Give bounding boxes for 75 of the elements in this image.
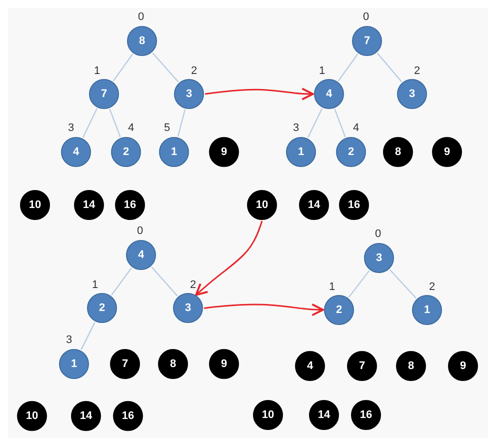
array-index-label: 0	[138, 11, 144, 23]
node-value: 1	[298, 146, 304, 158]
node-value: 7	[364, 35, 370, 47]
node-value: 4	[138, 249, 144, 261]
array-index-label: 4	[128, 122, 134, 134]
node-value: 14	[82, 199, 96, 211]
node-value: 3	[376, 252, 382, 264]
tree-link	[151, 266, 178, 296]
node-value: 8	[408, 360, 414, 372]
node-value: 4	[72, 146, 80, 158]
array-index-label: 2	[190, 279, 196, 291]
node-value: 16	[122, 410, 134, 422]
array-index-label: 1	[329, 281, 336, 293]
array-index-label: 0	[363, 11, 370, 23]
array-index-label: 2	[414, 65, 420, 77]
node-value: 8	[138, 35, 146, 47]
tree-link	[334, 108, 346, 138]
node-value: 16	[124, 199, 136, 211]
node-value: 16	[348, 199, 360, 211]
array-index-label: 0	[375, 228, 382, 240]
node-value: 1	[424, 304, 430, 316]
transition-arrow	[195, 220, 263, 296]
array-index-label: 1	[94, 65, 100, 77]
node-value: 7	[358, 360, 366, 372]
tree-link	[111, 268, 132, 296]
node-value: 14	[80, 410, 92, 422]
tree-link	[338, 54, 358, 82]
tree-link	[307, 108, 323, 138]
array-index-label: 3	[293, 122, 300, 134]
node-value: 9	[460, 360, 466, 372]
array-index-label: 5	[164, 122, 170, 134]
array-index-label: 3	[68, 122, 74, 134]
array-index-label: 4	[353, 122, 360, 134]
node-value: 9	[444, 146, 450, 158]
node-value: 7	[122, 358, 128, 370]
array-index-label: 1	[92, 279, 98, 291]
tree-link	[80, 322, 96, 350]
tree-link	[348, 270, 370, 298]
array-index-label: 2	[429, 281, 436, 293]
node-value: 10	[28, 199, 42, 211]
tree-link	[82, 108, 98, 138]
node-value: 3	[184, 302, 192, 314]
array-index-label: 3	[66, 334, 72, 346]
node-value: 3	[186, 88, 192, 100]
tree-link	[152, 52, 179, 82]
array-index-label: 2	[191, 65, 198, 77]
node-value: 9	[220, 146, 228, 158]
node-value: 8	[170, 358, 176, 370]
node-value: 10	[26, 410, 38, 422]
node-value: 10	[256, 199, 268, 211]
tree-link	[112, 54, 134, 82]
node-value: 4	[326, 88, 332, 100]
tree-link	[376, 52, 402, 82]
array-index-label: 0	[137, 225, 144, 237]
tree-link	[177, 109, 186, 137]
node-value: 1	[70, 358, 78, 370]
node-value: 2	[122, 146, 130, 158]
node-value: 7	[100, 88, 108, 100]
node-value: 3	[408, 88, 416, 100]
tree-link	[389, 269, 417, 299]
transition-arrow	[204, 88, 314, 100]
node-value: 2	[348, 146, 354, 158]
tree-link	[109, 108, 121, 138]
node-value: 16	[360, 409, 372, 421]
node-value: 2	[98, 302, 106, 314]
node-value: 1	[170, 146, 178, 158]
node-value: 14	[308, 199, 320, 211]
array-index-label: 1	[319, 65, 326, 77]
node-value: 10	[262, 409, 274, 421]
node-value: 9	[220, 358, 228, 370]
node-value: 4	[306, 360, 314, 372]
node-value: 2	[336, 304, 342, 316]
node-value: 14	[318, 409, 330, 421]
transition-arrow	[204, 303, 324, 316]
node-value: 8	[394, 146, 402, 158]
